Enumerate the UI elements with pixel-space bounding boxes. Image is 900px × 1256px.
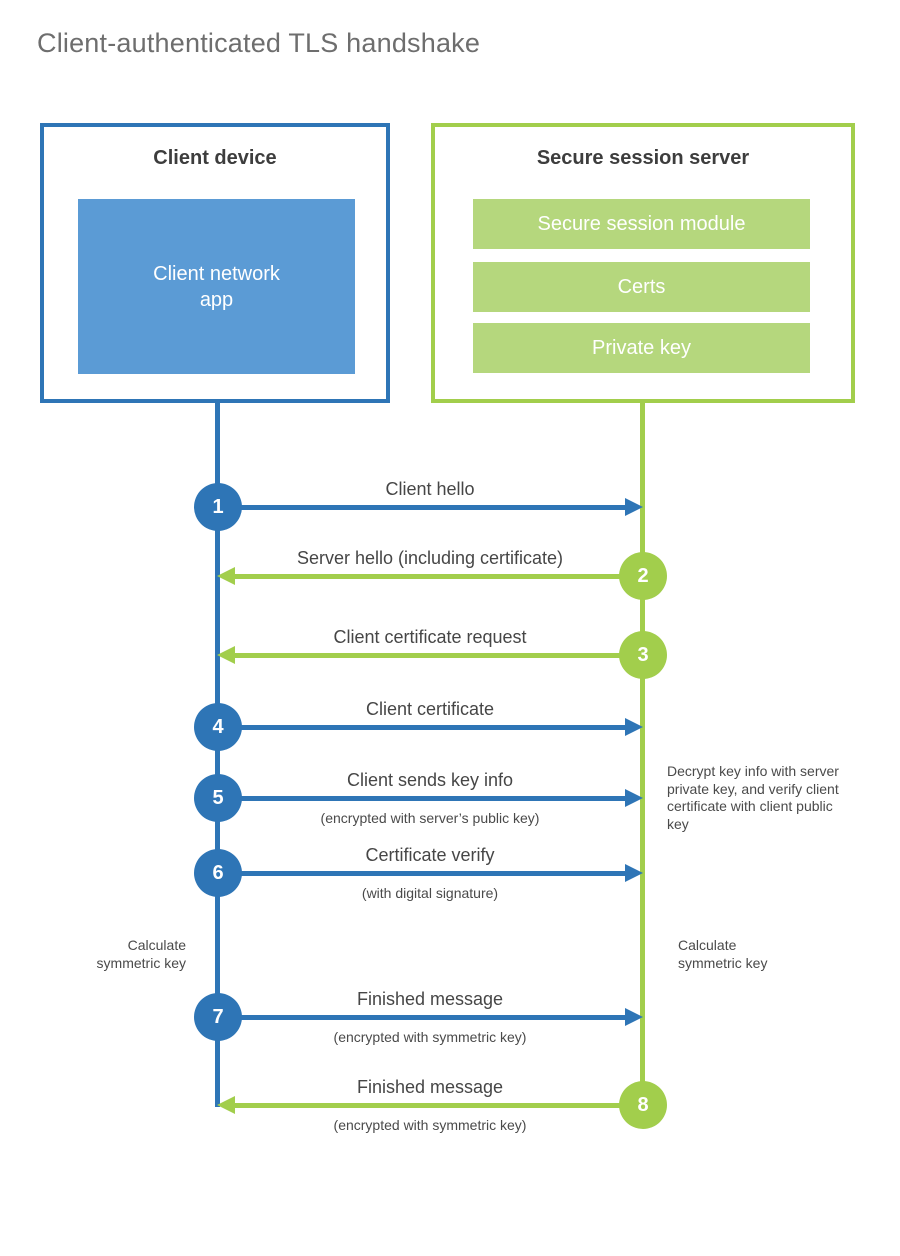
step-4-arrow	[218, 725, 625, 730]
arrow-right-icon	[625, 1008, 643, 1026]
step-8-label: Finished message	[356, 1077, 504, 1097]
step-2-label: Server hello (including certificate)	[296, 548, 564, 568]
step-4-label: Client certificate	[365, 699, 495, 719]
step-6-badge: 6	[194, 849, 242, 897]
step-1-arrow	[218, 505, 625, 510]
client-lifeline	[215, 403, 220, 1107]
step-7-sublabel: (encrypted with symmetric key)	[333, 1029, 527, 1045]
client-network-app-module: Client network app	[78, 199, 355, 374]
client-calculate-key-note: Calculate symmetric key	[96, 937, 186, 971]
client-network-app-label: Client network app	[153, 262, 280, 311]
step-2-badge: 2	[619, 552, 667, 600]
step-5-arrow	[218, 796, 625, 801]
step-1-label: Client hello	[385, 479, 475, 499]
arrow-right-icon	[625, 718, 643, 736]
step-7-badge: 7	[194, 993, 242, 1041]
step-5-sublabel: (encrypted with server’s public key)	[320, 810, 540, 826]
step-7-label: Finished message	[356, 989, 504, 1009]
step-3-label: Client certificate request	[333, 627, 527, 647]
secure-session-server-heading: Secure session server	[536, 147, 750, 169]
step-3-arrow	[235, 653, 643, 658]
client-device-heading: Client device	[153, 147, 277, 169]
arrow-left-icon	[217, 646, 235, 664]
step-7-arrow	[218, 1015, 625, 1020]
server-module-certs: Certs	[473, 262, 810, 312]
step-8-sublabel: (encrypted with symmetric key)	[333, 1117, 527, 1133]
arrow-right-icon	[625, 789, 643, 807]
arrow-right-icon	[625, 498, 643, 516]
server-calculate-key-note: Calculate symmetric key	[678, 937, 768, 971]
arrow-right-icon	[625, 864, 643, 882]
arrow-left-icon	[217, 1096, 235, 1114]
server-lifeline	[640, 403, 645, 1107]
server-module-secure-session: Secure session module	[473, 199, 810, 249]
server-module-private-key: Private key	[473, 323, 810, 373]
step-5-label: Client sends key info	[346, 770, 514, 790]
step-1-badge: 1	[194, 483, 242, 531]
step-5-badge: 5	[194, 774, 242, 822]
step-3-badge: 3	[619, 631, 667, 679]
step-8-badge: 8	[619, 1081, 667, 1129]
server-decrypt-note: Decrypt key info with server private key…	[667, 763, 839, 832]
page-title: Client-authenticated TLS handshake	[37, 28, 481, 58]
step-6-sublabel: (with digital signature)	[361, 885, 499, 901]
step-6-label: Certificate verify	[365, 845, 495, 865]
step-6-arrow	[218, 871, 625, 876]
arrow-left-icon	[217, 567, 235, 585]
step-8-arrow	[235, 1103, 643, 1108]
step-2-arrow	[235, 574, 643, 579]
step-4-badge: 4	[194, 703, 242, 751]
